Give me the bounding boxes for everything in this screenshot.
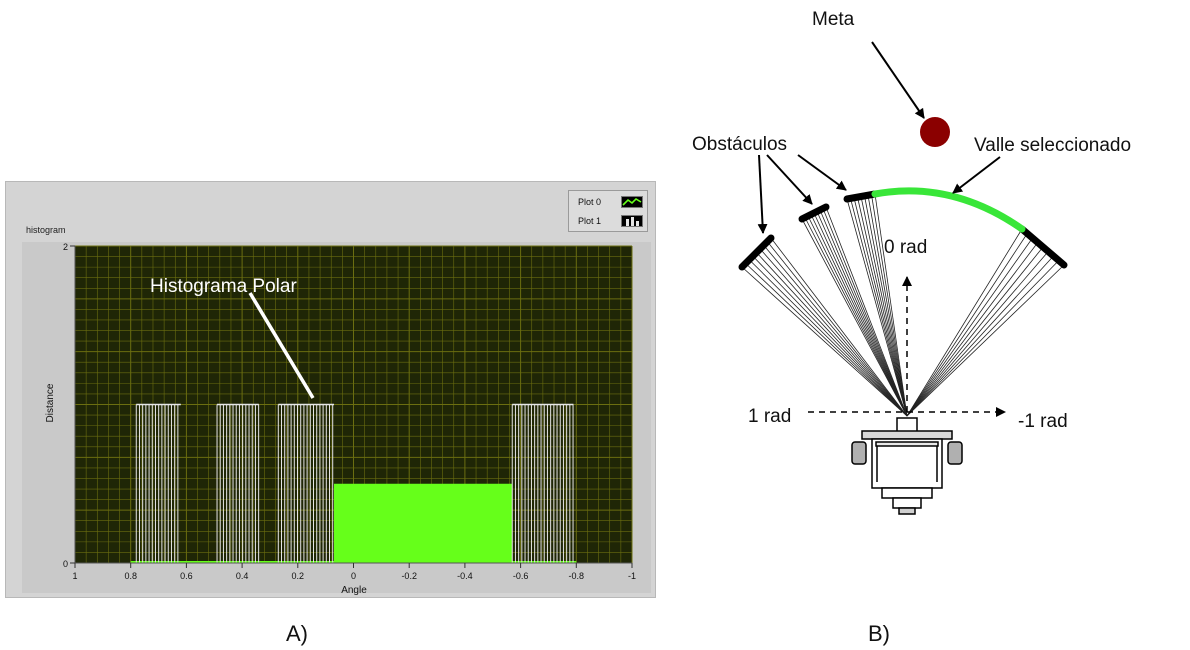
bar-plot1	[511, 403, 574, 563]
sensor-ray	[745, 263, 908, 417]
x-tick-label: 1	[72, 571, 77, 581]
sensor-ray	[756, 252, 908, 417]
goal-marker	[920, 117, 950, 147]
bar-plot1	[135, 403, 181, 563]
sensor-ray	[763, 244, 908, 417]
robot-icon	[851, 417, 963, 515]
x-tick-label: 0.4	[236, 571, 249, 581]
axis-ticks: 1 0.8 0.6 0.4 0.2 0 -0.2 -0.4 -0.6 -0.8 -1 0 2	[63, 242, 636, 581]
sensor-ray	[741, 266, 908, 417]
obstacles-label: Obstáculos	[692, 134, 787, 155]
sensor-ray	[804, 217, 908, 417]
sensor-ray	[871, 194, 908, 417]
legend-item-plot0[interactable]: Plot 0	[573, 194, 645, 211]
sensor-ray	[874, 193, 908, 417]
green-line-icon	[621, 196, 643, 208]
minus-one-rad-label: -1 rad	[1018, 411, 1068, 432]
caption-b: B)	[868, 621, 890, 646]
sensor-ray	[906, 251, 1049, 417]
obstacle-pointer-arrow	[797, 154, 847, 191]
x-axis-label: Angle	[341, 585, 367, 596]
obstacle-pointer-arrow	[766, 154, 813, 205]
panel-title: histogram	[26, 225, 66, 235]
sensor-ray	[813, 212, 908, 417]
sensor-ray	[825, 206, 908, 417]
sensor-ray	[906, 264, 1065, 417]
legend-item-plot1[interactable]: Plot 1	[573, 213, 645, 230]
y-axis-label: Distance	[45, 383, 56, 422]
goal-pointer-arrow	[871, 41, 925, 119]
sensor-ray	[807, 215, 908, 417]
obstacle-bar	[1018, 225, 1068, 269]
goal-label: Meta	[812, 9, 855, 30]
sensor-ray	[906, 246, 1044, 417]
x-tick-label: -0.4	[457, 571, 473, 581]
sensor-ray	[906, 233, 1028, 417]
obstacle-bar	[798, 203, 830, 223]
y-tick-label: 2	[63, 242, 68, 252]
valley-pointer-arrow	[952, 156, 1001, 194]
sensor-ray	[770, 237, 908, 417]
y-tick-label: 0	[63, 559, 68, 569]
sensor-ray	[822, 208, 908, 417]
x-tick-label: -0.2	[401, 571, 417, 581]
sensor-ray	[759, 248, 908, 417]
plot-legend[interactable]: Plot 0 Plot 1	[568, 190, 648, 232]
x-tick-label: -0.8	[569, 571, 585, 581]
sensor-ray	[906, 237, 1033, 417]
sensor-ray	[850, 198, 908, 417]
sensor-ray	[767, 241, 908, 417]
white-bars-icon	[621, 215, 643, 227]
sensor-ray	[748, 259, 908, 417]
sensor-ray	[853, 197, 908, 417]
selected-valley-arc	[871, 187, 1026, 233]
obstacle-bar	[738, 234, 775, 271]
sensor-ray	[906, 260, 1060, 417]
obstacle-bar	[843, 190, 879, 203]
x-tick-label: -1	[628, 571, 636, 581]
sensor-ray	[752, 255, 908, 417]
x-tick-label: 0.2	[292, 571, 305, 581]
selected-valley-label: Valle seleccionado	[974, 135, 1131, 156]
sensor-ray	[906, 228, 1023, 417]
bar-plot1	[277, 403, 335, 563]
plot-bars	[130, 403, 577, 563]
sensor-ray	[906, 255, 1054, 417]
bar-plot0	[334, 483, 513, 563]
sensor-ray	[906, 242, 1039, 417]
sensor-ray	[867, 195, 908, 417]
sensor-ray	[801, 218, 908, 417]
sensor-ray	[857, 197, 908, 417]
one-rad-label: 1 rad	[748, 406, 791, 427]
legend-label: Plot 1	[578, 216, 602, 226]
zero-rad-label: 0 rad	[884, 237, 927, 258]
bar-plot1	[216, 403, 260, 563]
sensor-rays	[741, 193, 1065, 417]
sensor-ray	[816, 211, 908, 417]
sensor-ray	[864, 195, 908, 417]
annotation-label: Histograma Polar	[150, 276, 297, 297]
x-tick-label: 0	[351, 571, 356, 581]
x-tick-label: -0.6	[513, 571, 529, 581]
annotation-pointer	[248, 292, 315, 399]
caption-a: A)	[286, 621, 308, 646]
obstacle-pointer-arrow	[757, 154, 768, 234]
sensor-ray	[846, 198, 908, 417]
sensor-ray	[810, 214, 908, 417]
sensor-ray	[860, 196, 908, 417]
x-tick-label: 0.8	[124, 571, 137, 581]
sensor-ray	[819, 209, 908, 417]
x-tick-label: 0.6	[180, 571, 193, 581]
legend-label: Plot 0	[578, 197, 602, 207]
